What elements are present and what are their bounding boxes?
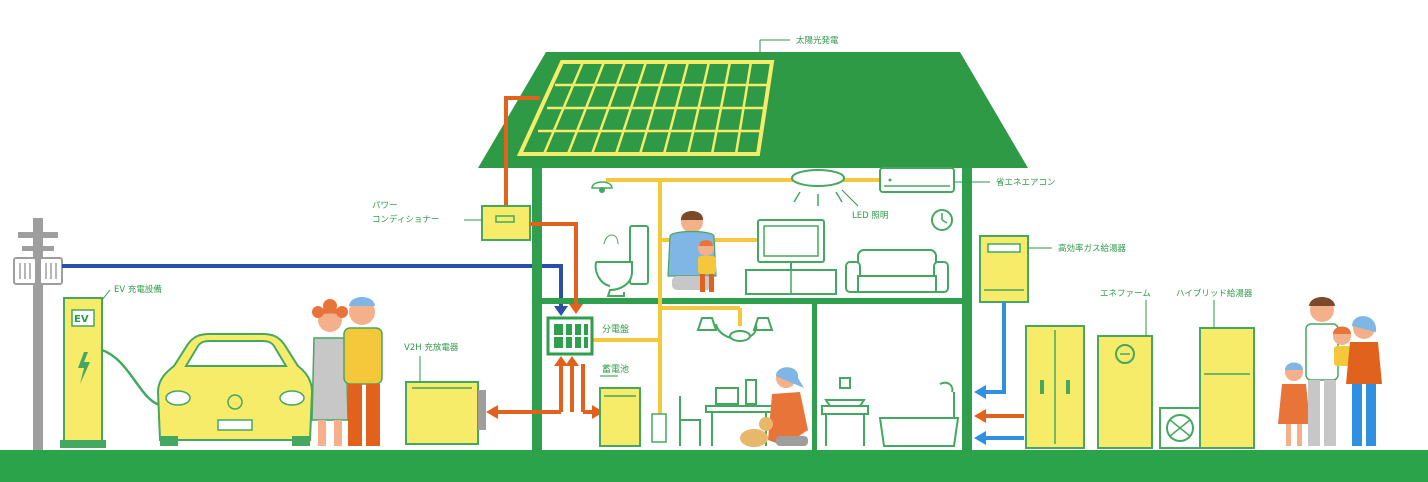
ev-charger-label: EV 充電設備 [114,284,162,295]
solar-panel [516,60,775,156]
hybrid-heater-label: ハイブリッド給湯器 [1176,288,1253,299]
aircon-label: 省エネエアコン [996,177,1056,188]
house-walls [532,168,972,450]
electric-car [156,333,314,446]
father-and-child [667,211,717,292]
distribution-board-label: 分電盤 [602,323,629,335]
v2h-charger [405,381,486,445]
grid-power-line [62,264,563,308]
ceiling-lamp [591,181,613,193]
hybrid-water-heater [1159,327,1255,449]
power-conditioner-label-1: パワー [372,201,398,211]
ev-sign: EV [74,314,89,325]
battery-label: 蓄電池 [602,363,629,375]
pendant-lamps [696,317,774,342]
led-label: LED 照明 [852,211,888,221]
wall-clock [931,209,953,231]
solar-label: 太陽光発電 [796,35,839,46]
storage-battery [599,387,641,447]
power-conditioner [481,205,531,241]
sofa [845,249,949,293]
enefarm-label: エネファーム [1100,289,1151,299]
bathtub [878,381,960,447]
board-battery-flows [494,364,596,414]
gas-heater-label: 高効率ガス給湯器 [1058,243,1127,254]
ground [0,450,1428,482]
power-conditioner-label-2: コンディショナー [372,214,439,225]
led-light [791,169,845,206]
television [745,219,837,295]
enefarm-unit [1025,325,1153,449]
wash-basin [821,377,869,446]
solar-to-pcs-line [504,96,540,206]
elderly-couple [311,297,383,446]
utility-pole [13,218,63,450]
v2h-label: V2H 充放電器 [404,342,459,353]
air-conditioner [879,167,955,193]
pcs-to-board-line [530,222,578,306]
grid-power-arrow [554,306,568,316]
toilet [594,225,649,297]
hot-water-line-gas [984,302,1006,394]
gas-water-heater [979,235,1029,303]
charging-cable [101,348,161,407]
family-group [1278,297,1382,446]
power-outlet [651,413,667,443]
distribution-board [546,316,594,356]
ev-charger: EV [60,297,106,448]
woman-with-dog [740,367,808,447]
